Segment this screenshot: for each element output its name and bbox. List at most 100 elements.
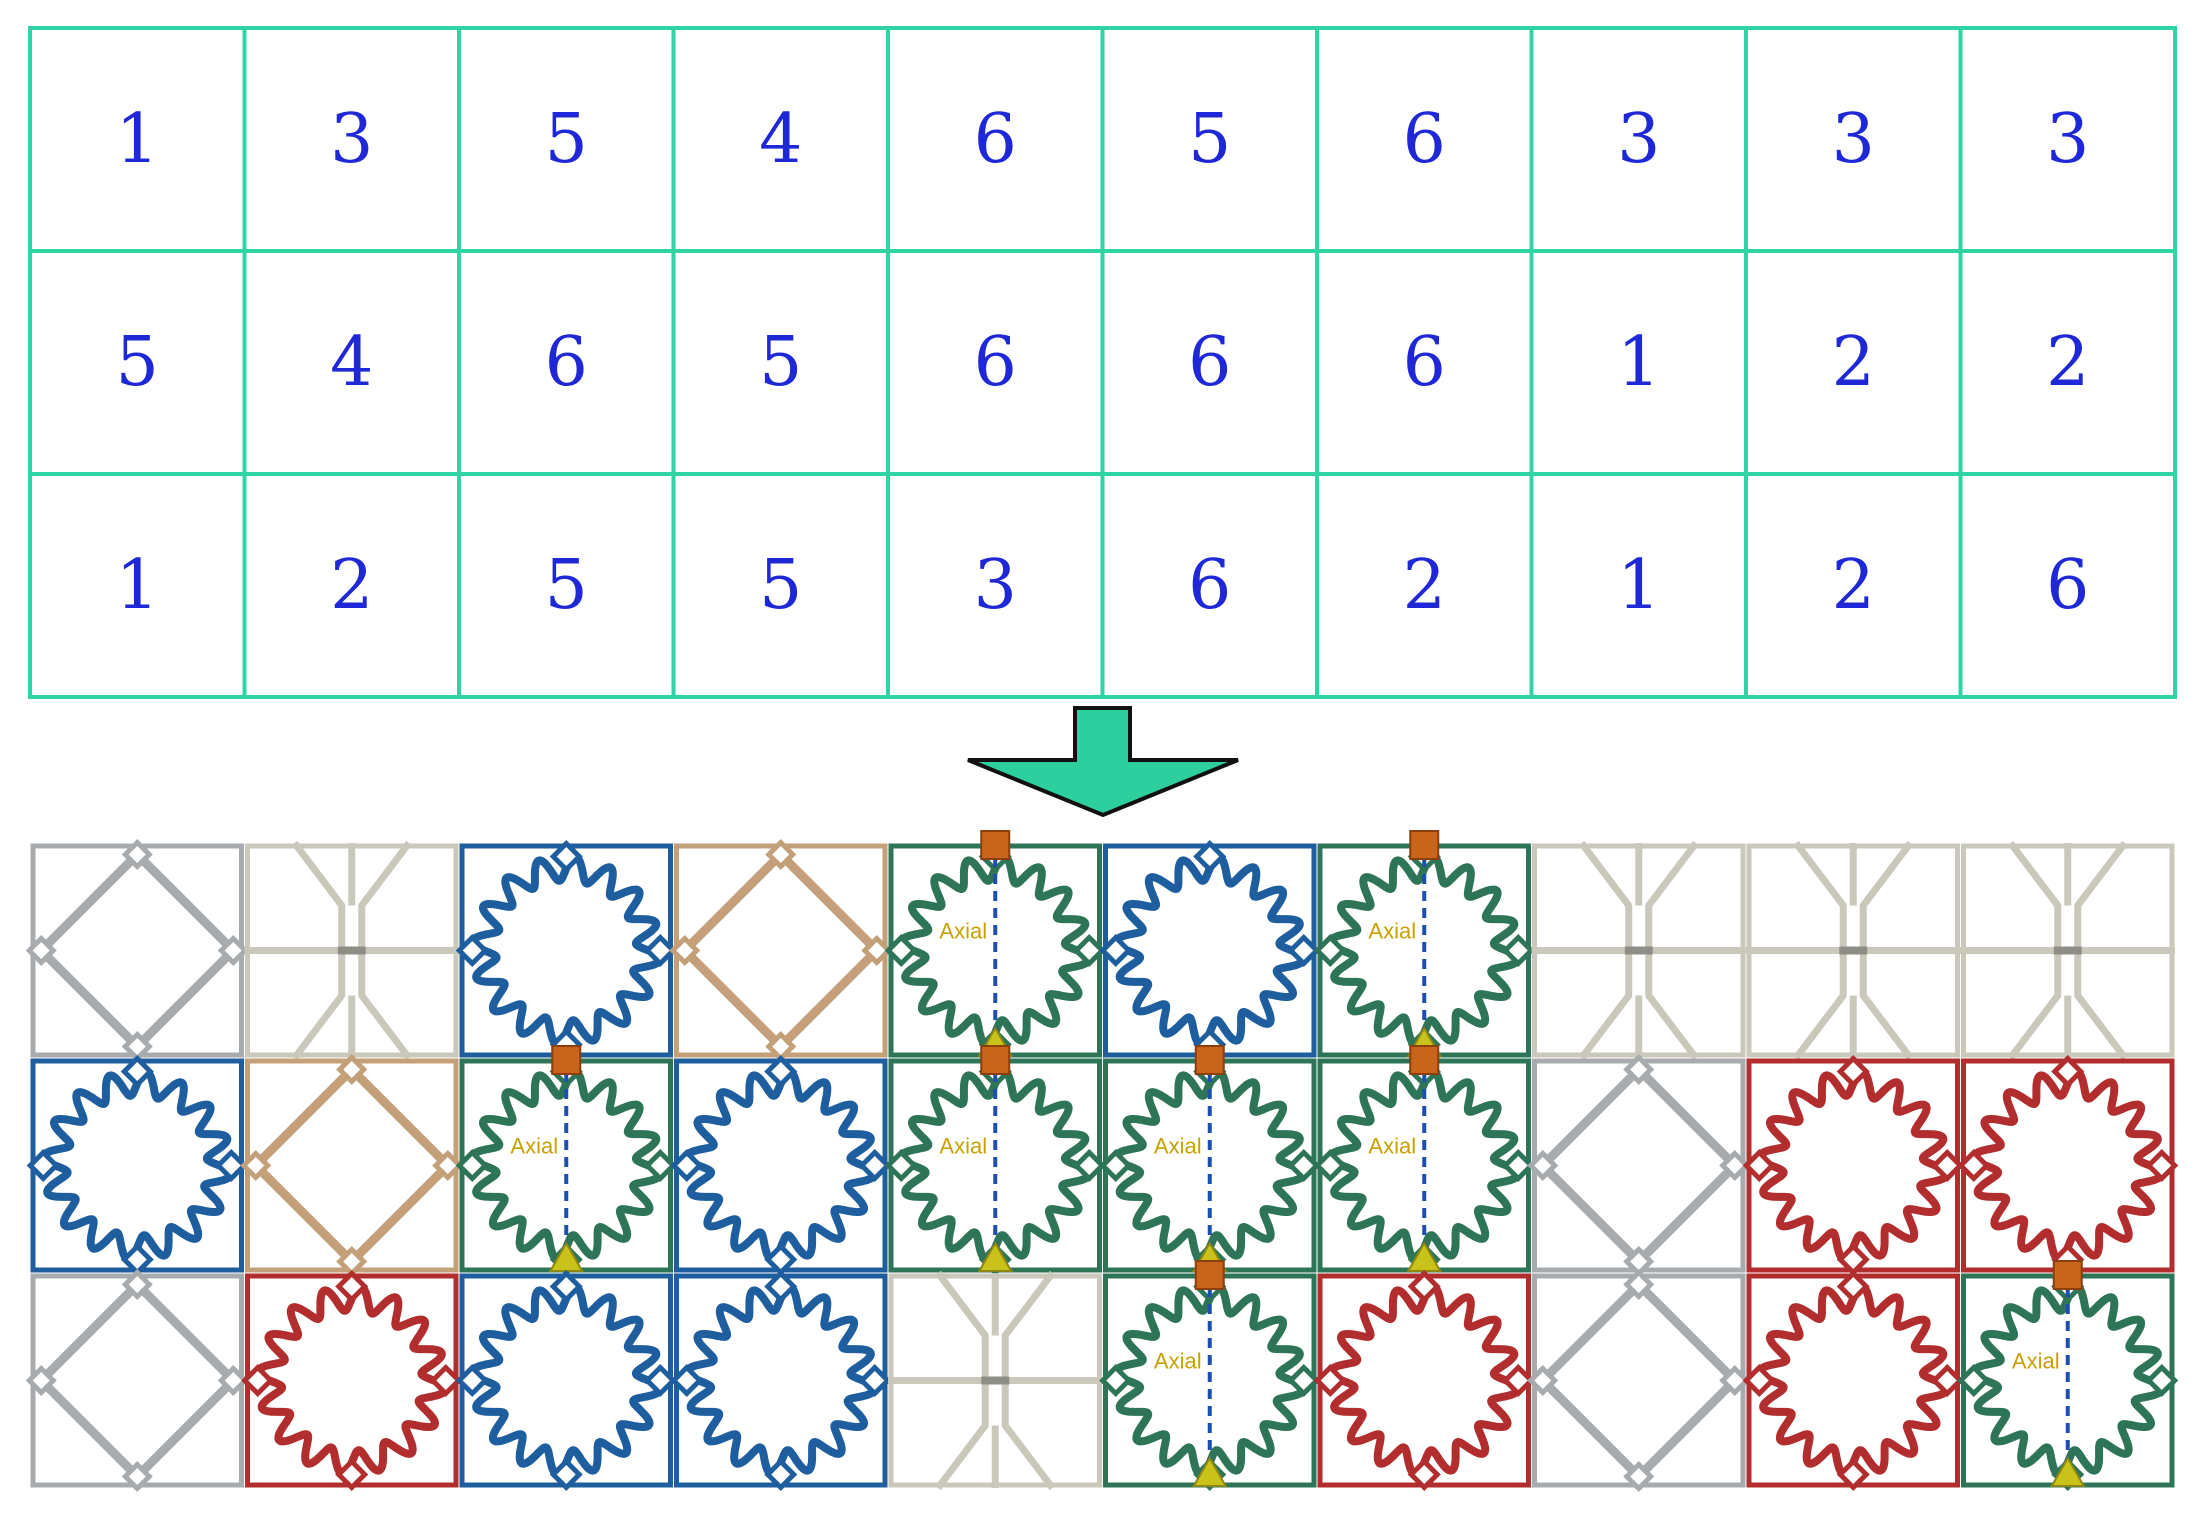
arrow-shape bbox=[967, 706, 1239, 818]
joint-node bbox=[26, 1148, 60, 1183]
joint-node bbox=[121, 838, 153, 871]
joint-node bbox=[455, 1363, 489, 1398]
joint-node bbox=[25, 1364, 57, 1397]
joint-node bbox=[455, 933, 489, 968]
joint-node bbox=[1527, 1149, 1559, 1182]
serpentine-ring bbox=[1755, 1282, 1951, 1479]
cell-border bbox=[245, 1058, 459, 1273]
square-marker-icon bbox=[551, 1045, 582, 1075]
grid-cell-value: 6 bbox=[1188, 323, 1231, 402]
joint-node bbox=[1193, 839, 1227, 874]
joint-node bbox=[241, 1363, 275, 1398]
grid-cell-value: 4 bbox=[330, 323, 373, 402]
joint-node bbox=[432, 1149, 464, 1182]
grid-cell-value: 6 bbox=[1188, 546, 1231, 625]
joint-node bbox=[1836, 1269, 1870, 1304]
joint-node bbox=[549, 1269, 583, 1304]
joint-node bbox=[670, 1363, 704, 1398]
unit-cell-type-3 bbox=[1746, 840, 1961, 1061]
cell-border bbox=[30, 843, 244, 1058]
joint-node bbox=[1957, 1148, 1991, 1183]
joint-node bbox=[1957, 1363, 1991, 1398]
joint-node bbox=[643, 933, 677, 968]
joint-node bbox=[1287, 933, 1321, 968]
square-marker-icon bbox=[1194, 1045, 1225, 1075]
joint-node bbox=[1623, 1460, 1655, 1493]
grid-cell-value: 1 bbox=[116, 546, 159, 625]
diamond-frame bbox=[1538, 1065, 1740, 1266]
serpentine-ring bbox=[39, 1067, 235, 1264]
joint-node bbox=[335, 1269, 369, 1304]
joint-node bbox=[2145, 1363, 2179, 1398]
joint-node bbox=[1836, 1457, 1870, 1492]
triangle-marker-icon bbox=[1192, 1455, 1228, 1487]
joint-node bbox=[1501, 1363, 1535, 1398]
axial-label: Axial bbox=[939, 919, 987, 944]
diamond-frame bbox=[36, 850, 238, 1051]
lattice-node bbox=[2053, 946, 2082, 955]
grid-cell-value: 6 bbox=[1403, 323, 1446, 402]
joint-node bbox=[120, 1054, 154, 1089]
joint-node bbox=[25, 934, 57, 967]
cell-border bbox=[30, 1273, 244, 1488]
joint-node bbox=[2145, 1148, 2179, 1183]
grid-cell-value: 2 bbox=[1403, 546, 1446, 625]
joint-node bbox=[1623, 1268, 1655, 1301]
unit-cell-type-1 bbox=[25, 1268, 249, 1493]
grid-cell-value: 1 bbox=[1617, 323, 1660, 402]
grid-cell-value: 3 bbox=[330, 100, 373, 179]
triangle-marker-icon bbox=[977, 1240, 1013, 1272]
grid-cell-value: 6 bbox=[2046, 546, 2089, 625]
axial-label: Axial bbox=[1368, 919, 1416, 944]
joint-node bbox=[429, 1363, 463, 1398]
diamond-frame bbox=[680, 850, 882, 1051]
triangle-marker-icon bbox=[2050, 1455, 2086, 1487]
unit-cell-type-1 bbox=[1527, 1268, 1751, 1493]
joint-node bbox=[336, 1053, 368, 1086]
joint-node bbox=[1930, 1148, 1964, 1183]
joint-node bbox=[1072, 1148, 1106, 1183]
grid-cell-value: 3 bbox=[1617, 100, 1660, 179]
axial-label: Axial bbox=[1368, 1134, 1416, 1159]
joint-node bbox=[1313, 933, 1347, 968]
unit-cell-type-6: Axial bbox=[1099, 1260, 1321, 1492]
grid-cell-value: 2 bbox=[1832, 546, 1875, 625]
unit-cell-type-6: Axial bbox=[1313, 830, 1535, 1062]
joint-node bbox=[1527, 1364, 1559, 1397]
grid-cell-value: 6 bbox=[974, 323, 1017, 402]
serpentine-ring bbox=[1112, 852, 1308, 1049]
serpentine-ring bbox=[683, 1067, 879, 1264]
joint-node bbox=[1407, 1269, 1441, 1304]
joint-node bbox=[1099, 933, 1133, 968]
grid-cell-value: 4 bbox=[759, 100, 802, 179]
grid-cell-value: 5 bbox=[545, 100, 588, 179]
axial-label: Axial bbox=[510, 1134, 558, 1159]
lattice-node bbox=[337, 946, 366, 955]
serpentine-ring bbox=[1326, 1282, 1522, 1479]
grid-cell-value: 5 bbox=[116, 323, 159, 402]
joint-node bbox=[1501, 933, 1535, 968]
joint-node bbox=[884, 933, 918, 968]
joint-node bbox=[669, 934, 701, 967]
joint-node bbox=[643, 1363, 677, 1398]
joint-node bbox=[858, 1148, 892, 1183]
square-marker-icon bbox=[1409, 1045, 1440, 1075]
serpentine-ring bbox=[468, 1282, 664, 1479]
unit-cell-type-5 bbox=[1099, 839, 1321, 1062]
grid-cell-value: 3 bbox=[1832, 100, 1875, 179]
grid-cell-value: 5 bbox=[759, 546, 802, 625]
joint-node bbox=[1719, 1149, 1751, 1182]
joint-node bbox=[121, 1268, 153, 1301]
lattice-node bbox=[1624, 946, 1653, 955]
joint-node bbox=[217, 1364, 249, 1397]
serpentine-ring bbox=[1970, 1067, 2166, 1264]
axial-label: Axial bbox=[2012, 1349, 2060, 1374]
grid-cell-value: 5 bbox=[545, 546, 588, 625]
joint-node bbox=[670, 1148, 704, 1183]
axial-label: Axial bbox=[1154, 1349, 1202, 1374]
unit-cell-type-5 bbox=[670, 1054, 892, 1277]
grid-cell-value: 5 bbox=[759, 323, 802, 402]
cell-border bbox=[674, 843, 888, 1058]
